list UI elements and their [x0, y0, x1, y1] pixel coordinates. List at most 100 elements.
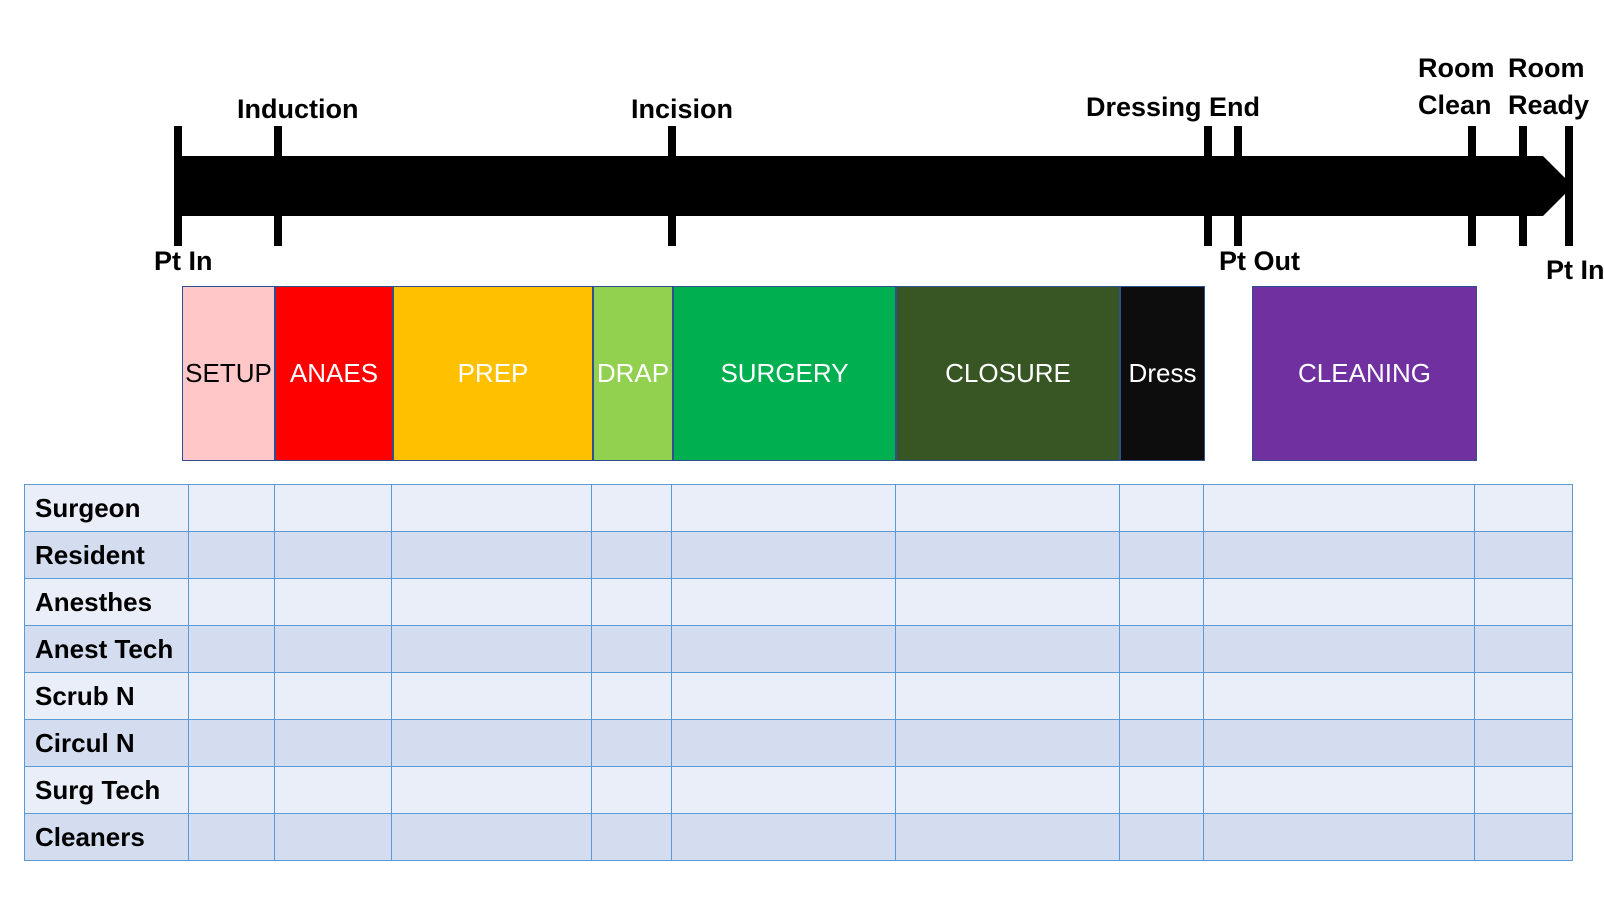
phase-label-setup: SETUP — [185, 358, 272, 388]
table-cell[interactable] — [1119, 766, 1204, 814]
table-cell[interactable] — [1203, 625, 1475, 673]
marker-label-room-ready-line2: Ready — [1508, 90, 1589, 120]
marker-ticks — [174, 126, 1573, 246]
table-row: Circul N — [24, 719, 1573, 767]
table-cell[interactable] — [274, 625, 392, 673]
table-cell[interactable] — [1203, 719, 1475, 767]
table-cell[interactable] — [671, 672, 896, 720]
table-cell[interactable] — [671, 719, 896, 767]
table-cell[interactable] — [591, 766, 672, 814]
role-label: Scrub N — [24, 672, 189, 720]
tick-room-clean — [1468, 126, 1476, 246]
table-cell[interactable] — [1119, 578, 1204, 626]
table-cell[interactable] — [591, 578, 672, 626]
tick-pt-out — [1234, 126, 1242, 246]
role-label: Anest Tech — [24, 625, 189, 673]
table-cell[interactable] — [1203, 531, 1475, 579]
table-cell[interactable] — [591, 813, 672, 861]
tick-dressing-end — [1204, 126, 1212, 246]
phase-closure: CLOSURE — [896, 286, 1120, 461]
timeline-arrow — [176, 156, 1573, 216]
table-cell[interactable] — [591, 719, 672, 767]
table-cell[interactable] — [1203, 766, 1475, 814]
table-row: Surg Tech — [24, 766, 1573, 814]
table-cell[interactable] — [1474, 625, 1573, 673]
table-cell[interactable] — [1474, 813, 1573, 861]
table-cell[interactable] — [1119, 672, 1204, 720]
table-cell[interactable] — [391, 813, 592, 861]
marker-label-room-ready-line1: Room — [1508, 53, 1585, 83]
role-label: Cleaners — [24, 813, 189, 861]
table-cell[interactable] — [188, 484, 275, 532]
table-cell[interactable] — [591, 672, 672, 720]
phase-surgery: SURGERY — [673, 286, 896, 461]
role-label: Circul N — [24, 719, 189, 767]
table-cell[interactable] — [1474, 766, 1573, 814]
table-cell[interactable] — [671, 531, 896, 579]
table-cell[interactable] — [188, 531, 275, 579]
table-cell[interactable] — [895, 719, 1120, 767]
table-cell[interactable] — [895, 766, 1120, 814]
table-row: Resident — [24, 531, 1573, 579]
table-cell[interactable] — [274, 813, 392, 861]
table-cell[interactable] — [188, 766, 275, 814]
table-cell[interactable] — [1203, 672, 1475, 720]
table-cell[interactable] — [1203, 813, 1475, 861]
table-cell[interactable] — [895, 578, 1120, 626]
marker-label-room-clean-line1: Room — [1418, 53, 1495, 83]
table-cell[interactable] — [591, 625, 672, 673]
phase-prep: PREP — [393, 286, 593, 461]
role-label: Surgeon — [24, 484, 189, 532]
table-cell[interactable] — [671, 484, 896, 532]
table-cell[interactable] — [591, 484, 672, 532]
table-cell[interactable] — [1203, 484, 1475, 532]
table-cell[interactable] — [1119, 531, 1204, 579]
table-cell[interactable] — [1474, 719, 1573, 767]
table-cell[interactable] — [391, 578, 592, 626]
table-cell[interactable] — [188, 719, 275, 767]
table-cell[interactable] — [1474, 484, 1573, 532]
table-cell[interactable] — [391, 672, 592, 720]
table-cell[interactable] — [188, 672, 275, 720]
table-cell[interactable] — [274, 578, 392, 626]
table-cell[interactable] — [1474, 578, 1573, 626]
table-cell[interactable] — [1119, 625, 1204, 673]
marker-label-room-clean-line2: Clean — [1418, 90, 1492, 120]
table-cell[interactable] — [671, 766, 896, 814]
table-cell[interactable] — [274, 766, 392, 814]
table-cell[interactable] — [391, 719, 592, 767]
phase-label-surgery: SURGERY — [720, 358, 849, 388]
table-cell[interactable] — [274, 484, 392, 532]
table-cell[interactable] — [895, 484, 1120, 532]
table-cell[interactable] — [591, 531, 672, 579]
table-cell[interactable] — [671, 625, 896, 673]
table-cell[interactable] — [391, 531, 592, 579]
table-cell[interactable] — [391, 766, 592, 814]
table-cell[interactable] — [895, 813, 1120, 861]
table-cell[interactable] — [391, 625, 592, 673]
table-cell[interactable] — [895, 625, 1120, 673]
tick-induction — [274, 126, 282, 246]
table-cell[interactable] — [895, 672, 1120, 720]
marker-label-induction: Induction — [237, 94, 358, 124]
table-cell[interactable] — [1119, 484, 1204, 532]
table-cell[interactable] — [274, 531, 392, 579]
table-cell[interactable] — [1474, 672, 1573, 720]
table-cell[interactable] — [188, 578, 275, 626]
phase-label-closure: CLOSURE — [945, 358, 1071, 388]
table-cell[interactable] — [1119, 719, 1204, 767]
table-cell[interactable] — [1203, 578, 1475, 626]
table-cell[interactable] — [671, 813, 896, 861]
table-cell[interactable] — [188, 625, 275, 673]
table-cell[interactable] — [188, 813, 275, 861]
table-cell[interactable] — [1474, 531, 1573, 579]
table-cell[interactable] — [274, 719, 392, 767]
tick-incision — [668, 126, 676, 246]
table-cell[interactable] — [1119, 813, 1204, 861]
table-cell[interactable] — [274, 672, 392, 720]
table-cell[interactable] — [895, 531, 1120, 579]
phase-label-dress: Dress — [1128, 358, 1197, 388]
table-cell[interactable] — [391, 484, 592, 532]
table-cell[interactable] — [671, 578, 896, 626]
